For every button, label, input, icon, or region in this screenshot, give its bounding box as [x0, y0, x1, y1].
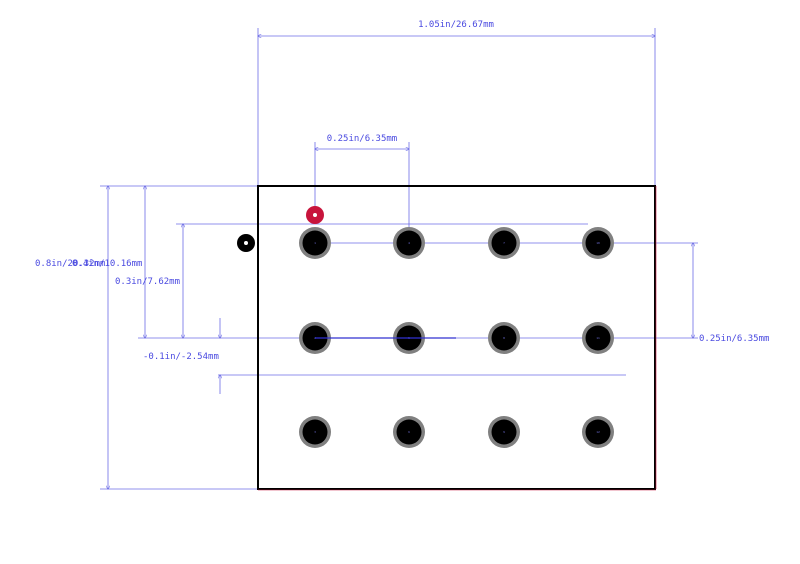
dimension-labels: 1.05in/26.67mm 0.25in/6.35mm 0.8in/20.32… [35, 20, 769, 362]
pad-label: 4 [408, 241, 410, 245]
pad-hole [585, 325, 611, 351]
pad-hole [302, 230, 328, 256]
pad-3: 3 [299, 416, 331, 448]
pad-label: 9 [503, 430, 505, 434]
pad-hole [491, 230, 517, 256]
label-height-to-row2: 0.4in/10.16mm [72, 259, 142, 269]
pad-hole [585, 230, 611, 256]
pad-hole [302, 419, 328, 445]
pad-label: 6 [408, 430, 410, 434]
component-outline [257, 185, 656, 490]
pin1-marker-center [313, 213, 317, 217]
pad-label: 12 [596, 430, 600, 434]
pad-hole [491, 325, 517, 351]
pad-hole [396, 230, 422, 256]
pad-label: 3 [314, 430, 316, 434]
label-offset: -0.1in/-2.54mm [143, 352, 219, 362]
pad-label: 1 [314, 241, 316, 245]
pad-label: 8 [503, 336, 505, 340]
pad-9: 9 [488, 416, 520, 448]
pad-8: 8 [488, 322, 520, 354]
label-overall-width: 1.05in/26.67mm [418, 20, 494, 30]
pad-label: 7 [503, 241, 505, 245]
dimension-lines [108, 36, 693, 489]
pad-hole [585, 419, 611, 445]
pad-6: 6 [393, 416, 425, 448]
pad-label: 10 [596, 241, 600, 245]
label-row1-to-row2: 0.3in/7.62mm [115, 277, 180, 287]
label-pitch-vertical: 0.25in/6.35mm [699, 334, 769, 344]
origin-marker-center [244, 241, 248, 245]
pad-grid: 147102581136912 [299, 227, 614, 448]
label-pitch-horizontal: 0.25in/6.35mm [327, 134, 397, 144]
pad-7: 7 [488, 227, 520, 259]
pad-1: 1 [299, 227, 331, 259]
pad-4: 4 [393, 227, 425, 259]
origin-marker [237, 234, 255, 252]
pad-11: 11 [582, 322, 614, 354]
pad-label: 11 [596, 336, 600, 340]
pad-hole [491, 419, 517, 445]
pad-hole [396, 419, 422, 445]
label-overall-height: 0.8in/20.32mm [35, 259, 105, 269]
pin1-marker [306, 206, 324, 224]
pad-12: 12 [582, 416, 614, 448]
pad-10: 10 [582, 227, 614, 259]
